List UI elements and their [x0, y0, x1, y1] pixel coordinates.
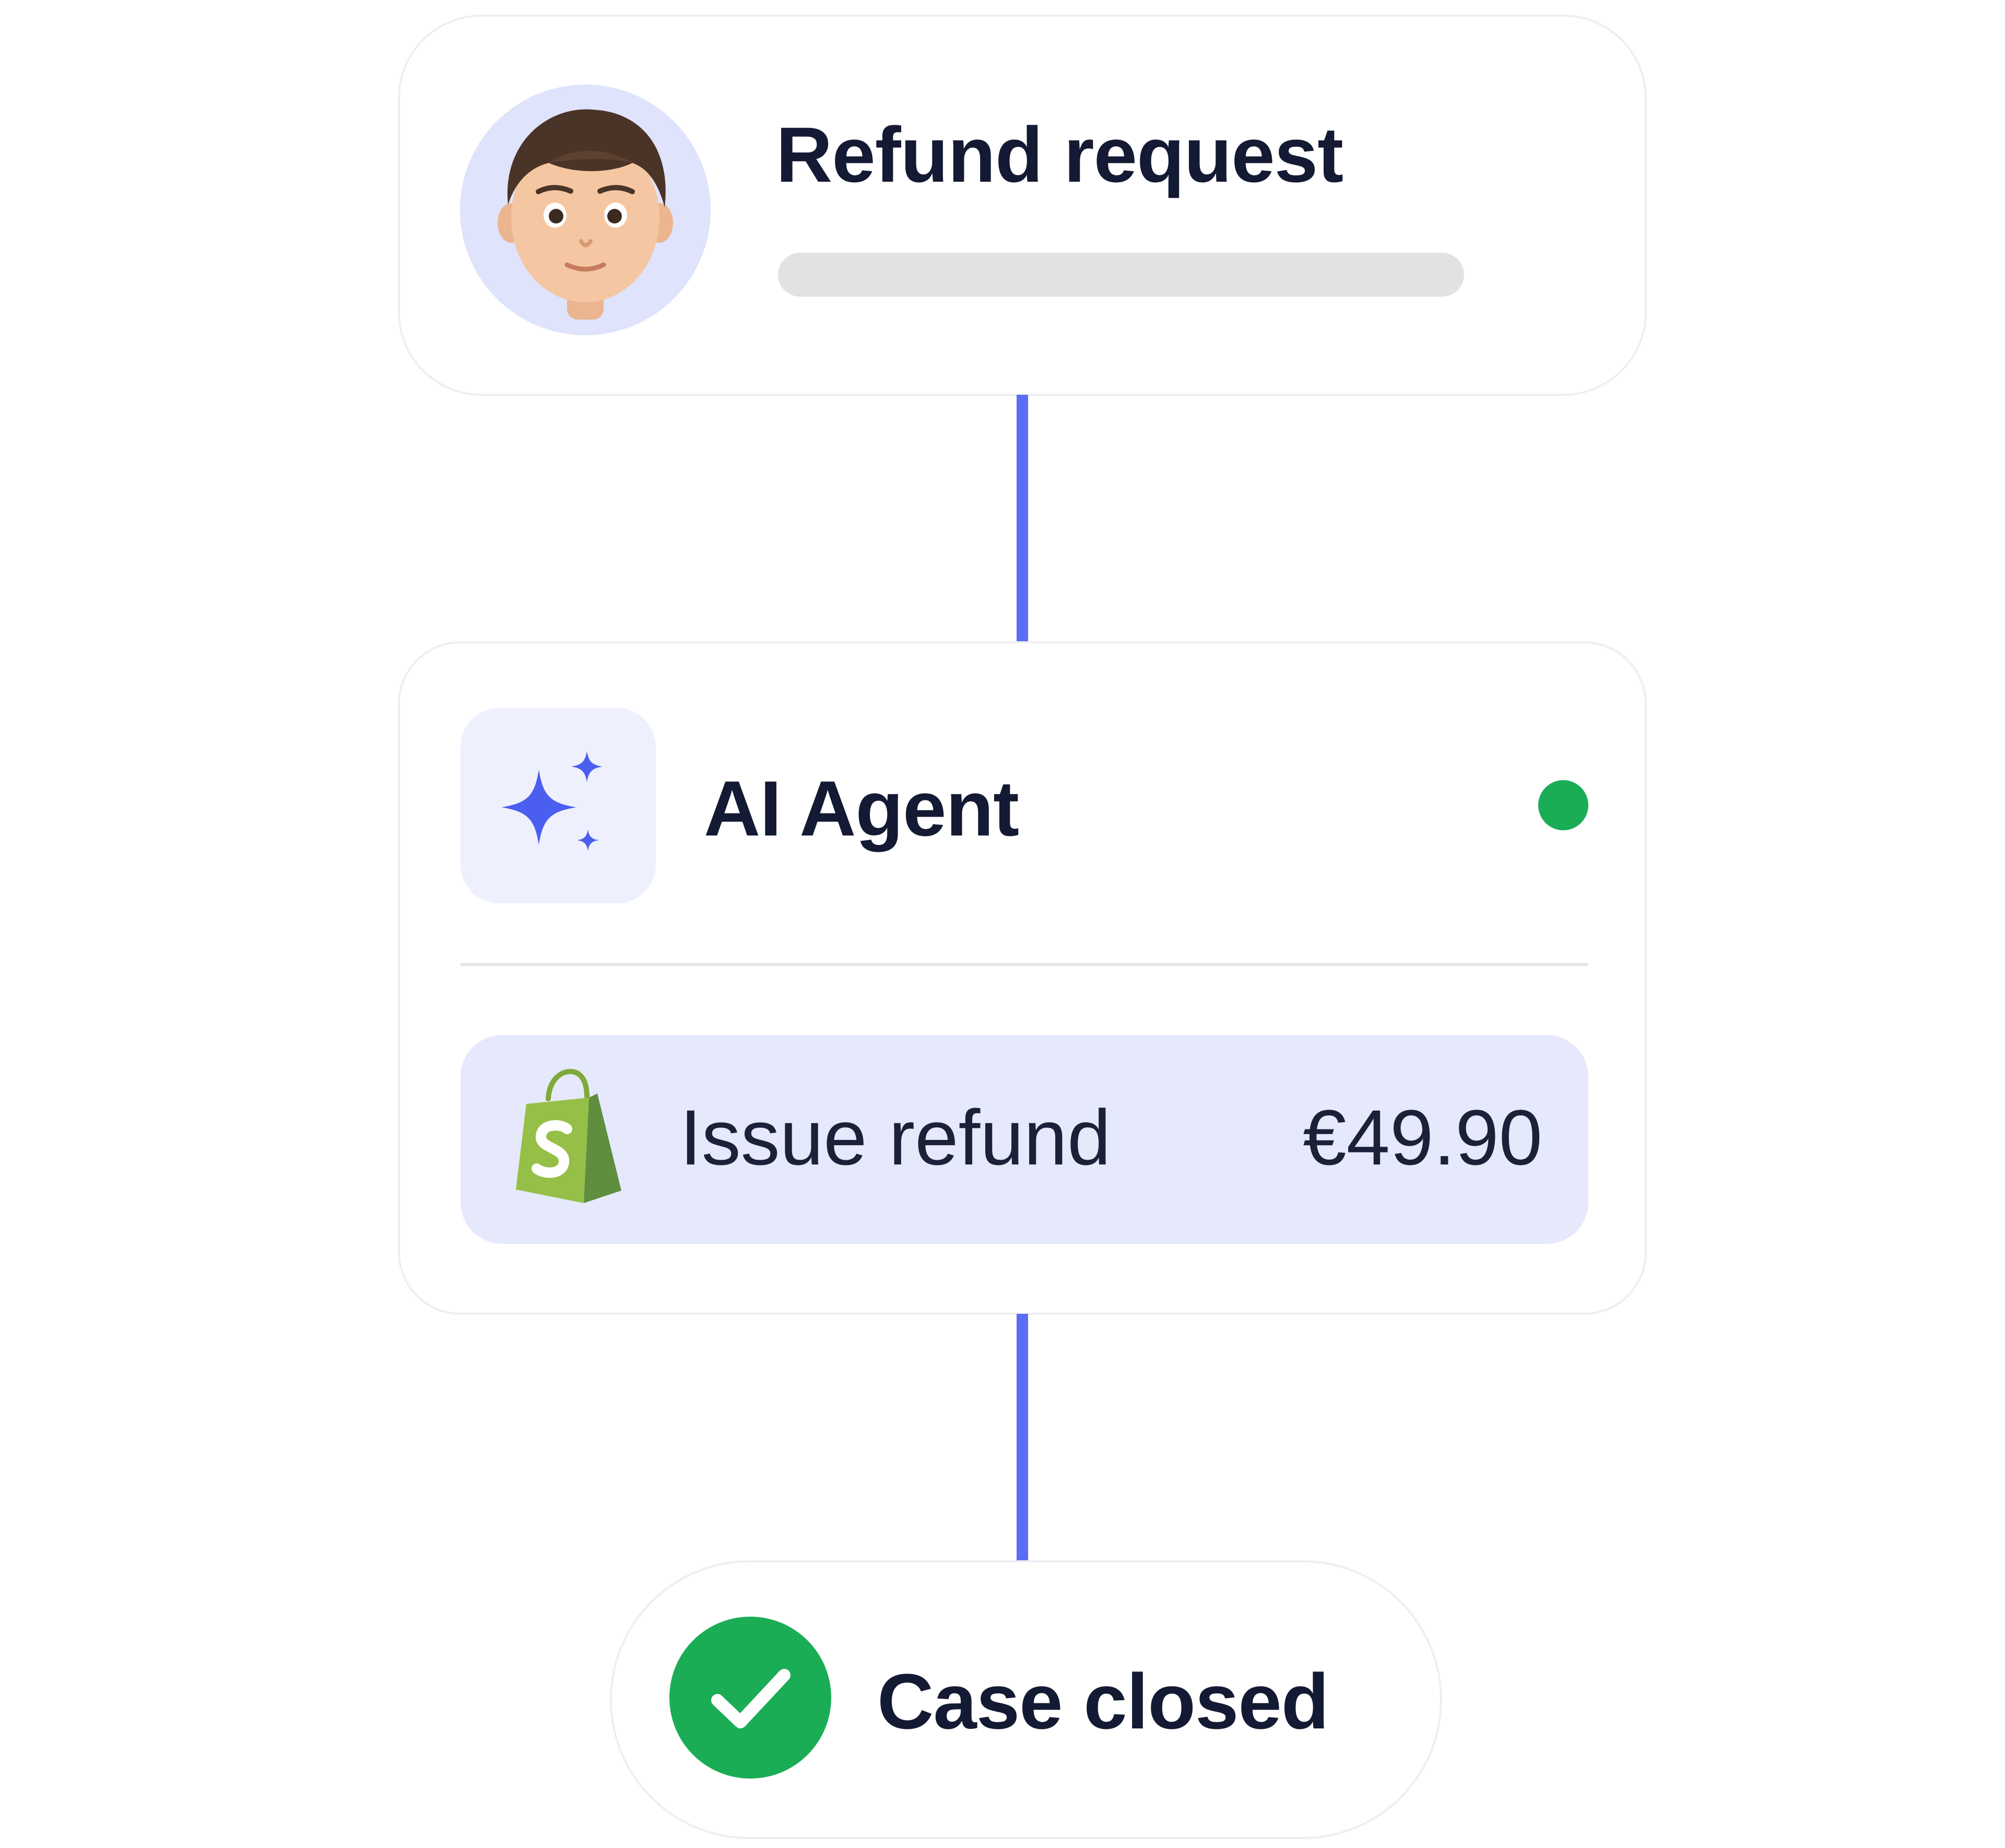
- check-badge: [669, 1617, 831, 1779]
- refund-request-card[interactable]: Refund request: [398, 15, 1647, 396]
- case-closed-pill[interactable]: Case closed: [610, 1560, 1442, 1839]
- agent-title: AI Agent: [704, 764, 1019, 852]
- connector-line: [1017, 395, 1028, 642]
- divider: [461, 963, 1588, 966]
- request-title: Refund request: [776, 111, 1343, 198]
- case-closed-label: Case closed: [877, 1657, 1329, 1745]
- shopify-bag-icon: [516, 1068, 621, 1203]
- message-placeholder-bar: [778, 253, 1464, 297]
- status-indicator: [1538, 780, 1588, 830]
- refund-amount: €49.90: [1303, 1093, 1542, 1181]
- action-label: Issue refund: [680, 1093, 1111, 1181]
- connector-line: [1017, 1314, 1028, 1561]
- agent-icon-box: [461, 708, 656, 903]
- check-icon: [711, 1669, 791, 1728]
- avatar: [460, 85, 711, 335]
- memoji-avatar-icon: [460, 85, 711, 335]
- issue-refund-action[interactable]: Issue refund €49.90: [461, 1035, 1588, 1244]
- ai-agent-card[interactable]: AI Agent Issue refund €49.90: [398, 641, 1647, 1315]
- sparkles-icon: [501, 751, 603, 851]
